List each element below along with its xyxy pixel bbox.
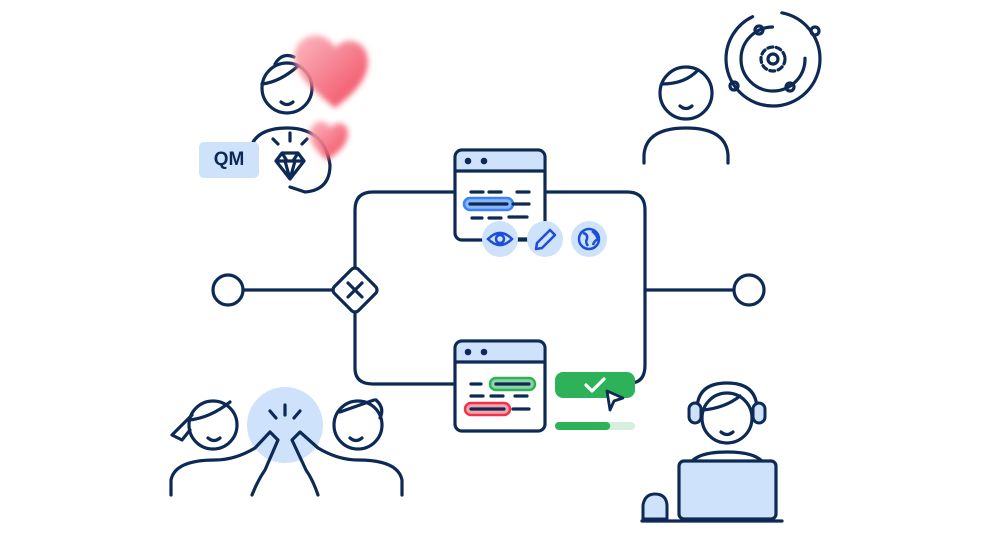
laptop-icon — [640, 459, 784, 523]
gear-orbit — [724, 10, 822, 108]
end-node — [732, 273, 766, 307]
globe-icon[interactable] — [571, 221, 607, 257]
close-icon — [346, 281, 364, 299]
document-window-top — [453, 148, 547, 242]
eye-icon[interactable] — [482, 221, 518, 257]
progress-bar — [555, 422, 635, 430]
flow-connectors — [211, 190, 766, 386]
people-high-five — [169, 387, 404, 497]
start-node — [211, 273, 245, 307]
gear-icon — [759, 45, 787, 73]
diamond-icon — [271, 131, 309, 181]
pencil-icon[interactable] — [527, 221, 563, 257]
coffee-mug — [641, 492, 669, 521]
document-window-bottom — [453, 339, 547, 433]
gateway-exclusive — [331, 266, 379, 314]
action-icons — [482, 221, 607, 257]
headset-icon — [687, 381, 767, 425]
person-admin — [642, 65, 730, 165]
approve-button[interactable] — [555, 372, 635, 398]
cursor-icon — [605, 389, 625, 412]
heart-icon — [294, 35, 368, 160]
check-icon — [584, 377, 606, 393]
progress-fill — [555, 422, 611, 430]
person-support-agent — [640, 381, 784, 523]
qm-badge: QM — [199, 142, 259, 178]
